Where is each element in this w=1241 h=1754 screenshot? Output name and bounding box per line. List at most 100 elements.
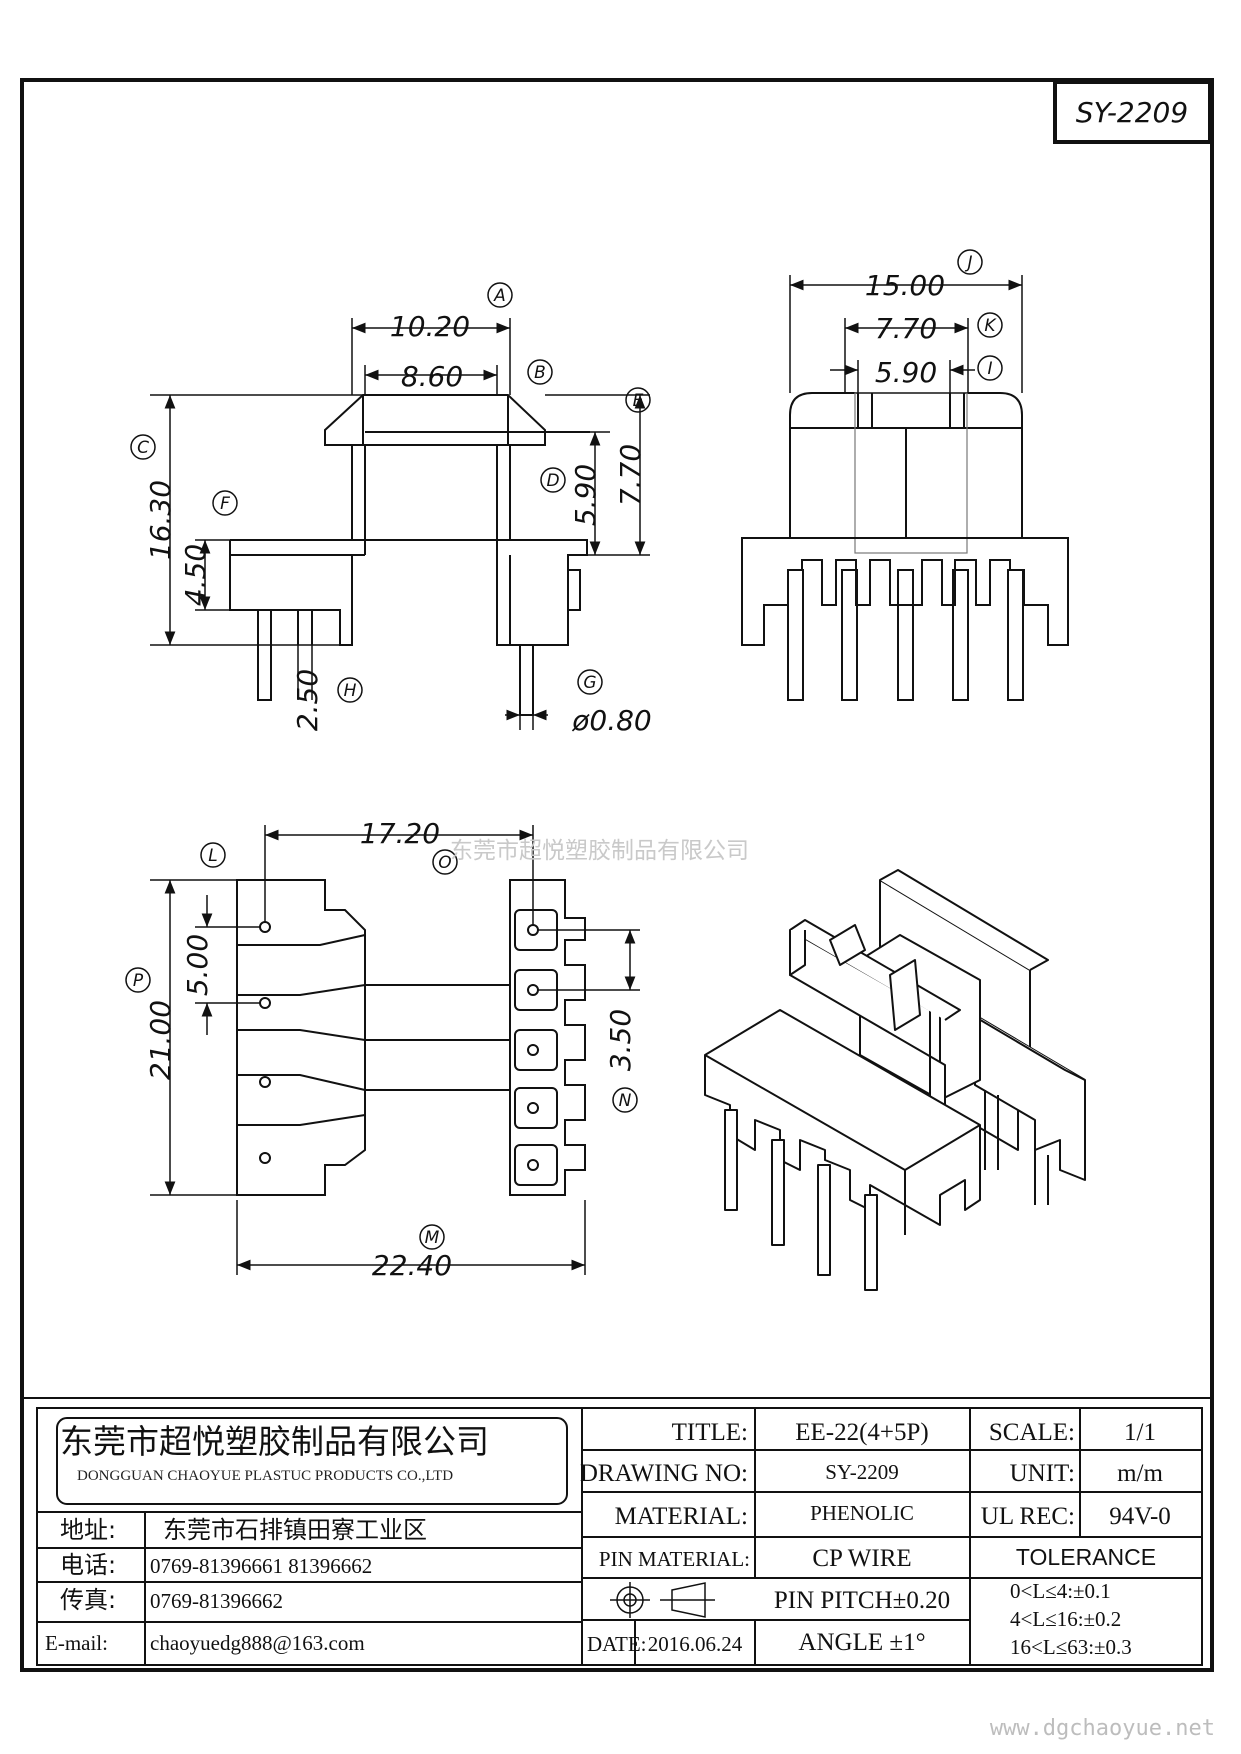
tolerance-range-2: 4<L≤16:±0.2	[1010, 1607, 1121, 1631]
outer-frame	[20, 78, 1214, 1672]
iso-pin-3	[817, 1164, 831, 1276]
email-value: chaoyuedg888@163.com	[150, 1631, 365, 1655]
callout-o: O	[438, 853, 451, 873]
drawing-no-value: SY-2209	[825, 1460, 899, 1484]
callout-n: N	[619, 1091, 632, 1111]
callout-h: H	[344, 681, 357, 701]
callout-c: C	[137, 438, 149, 458]
iso-pin-1	[724, 1109, 738, 1211]
isometric-view	[704, 869, 1086, 1291]
callout-k: K	[984, 316, 997, 336]
side-view-labels: 10.20 8.60 16.30 4.50 5.90 7.70 2.50 ø0.…	[144, 310, 652, 737]
pin-material-value: CP WIRE	[812, 1545, 911, 1572]
company-name-cn: 东莞市超悦塑胶制品有限公司	[60, 1422, 489, 1461]
pin-left	[257, 609, 272, 701]
side-view-dimensions	[150, 318, 650, 730]
angle-tolerance: ANGLE ±1°	[798, 1629, 925, 1656]
watermark-text: 东莞市超悦塑胶制品有限公司	[450, 838, 749, 864]
ul-value: 94V-0	[1109, 1503, 1171, 1530]
tolerance-range-1: 0<L≤4:±0.1	[1010, 1579, 1111, 1603]
projection-symbol-icon	[610, 1582, 715, 1618]
part-number-box: SY-2209	[1053, 80, 1212, 144]
front-base	[741, 537, 1069, 646]
callout-a: A	[493, 286, 506, 306]
pin-right	[519, 644, 534, 716]
title-block	[22, 1397, 1212, 1666]
ul-label: UL REC:	[981, 1503, 1075, 1530]
callout-f: F	[220, 494, 230, 514]
side-view-callouts: A B C D E F G H	[130, 282, 651, 703]
bottom-view-labels: 17.20 5.00 21.00 3.50 22.40	[144, 817, 637, 1282]
material-label: MATERIAL:	[615, 1503, 748, 1530]
pin-pitch: PIN PITCH±0.20	[774, 1587, 950, 1614]
date-label: DATE:	[587, 1632, 647, 1656]
material-value: PHENOLIC	[810, 1501, 914, 1525]
title-label: TITLE:	[672, 1419, 748, 1446]
dim-15-00: 15.00	[865, 269, 945, 302]
address-label: 地址:	[60, 1516, 116, 1544]
unit-value: m/m	[1117, 1460, 1163, 1487]
dim-7-70-front: 7.70	[875, 312, 937, 345]
title-value: EE-22(4+5P)	[795, 1419, 929, 1446]
dim-7-70: 7.70	[614, 444, 647, 506]
front-view-dimensions	[789, 275, 1023, 393]
callout-b: B	[534, 363, 546, 383]
iso-pin-4	[864, 1194, 878, 1291]
website-url: www.dgchaoyue.net	[990, 1716, 1215, 1741]
bottom-view-callouts: L O P N M	[125, 842, 638, 1250]
callout-j: J	[964, 253, 972, 273]
front-view	[741, 392, 1069, 701]
front-pin-4	[952, 569, 969, 701]
front-pin-1	[787, 569, 804, 701]
dim-5-00: 5.00	[181, 934, 214, 996]
date-value: 2016.06.24	[648, 1632, 743, 1656]
tolerance-label: TOLERANCE	[1016, 1544, 1156, 1570]
unit-label: UNIT:	[1010, 1460, 1075, 1487]
top-flange	[324, 394, 546, 446]
fax-label: 传真:	[60, 1586, 116, 1614]
bottom-left-block	[236, 879, 366, 1196]
dim-5-90-front: 5.90	[875, 356, 937, 389]
dim-3-50: 3.50	[604, 1009, 637, 1071]
side-view	[229, 394, 590, 716]
scale-label: SCALE:	[989, 1419, 1075, 1446]
dim-5-90: 5.90	[569, 464, 602, 526]
callout-m: M	[425, 1228, 440, 1248]
dim-21-00: 21.00	[144, 1000, 177, 1080]
phone-label: 电话:	[60, 1551, 116, 1579]
part-number: SY-2209	[1076, 96, 1188, 129]
dim-10-20: 10.20	[390, 310, 470, 343]
dim-pin-dia: ø0.80	[571, 704, 651, 737]
bottom-right-block	[509, 879, 586, 1196]
dim-16-30: 16.30	[144, 480, 177, 560]
front-pin-5	[1007, 569, 1024, 701]
pin-material-label: PIN MATERIAL:	[599, 1547, 750, 1571]
callout-p: P	[133, 971, 144, 991]
iso-pin-2	[771, 1139, 785, 1246]
scale-value: 1/1	[1124, 1419, 1156, 1446]
dim-22-40: 22.40	[372, 1249, 452, 1282]
tolerance-range-3: 16<L≤63:±0.3	[1010, 1635, 1132, 1659]
phone-value: 0769-81396661 81396662	[150, 1554, 372, 1578]
bottom-view-dimensions	[150, 825, 640, 1275]
front-pin-2	[841, 569, 858, 701]
dim-4-50: 4.50	[179, 544, 212, 606]
front-view-labels: 15.00 7.70 5.90	[865, 269, 945, 389]
email-label: E-mail:	[45, 1631, 108, 1655]
front-view-callouts: J K I	[957, 249, 1003, 381]
dim-2-50: 2.50	[291, 669, 324, 731]
dim-8-60: 8.60	[401, 360, 463, 393]
dim-17-20: 17.20	[360, 817, 440, 850]
callout-g: G	[583, 673, 596, 693]
callout-d: D	[546, 471, 559, 491]
callout-i: I	[987, 359, 992, 379]
callout-e: E	[633, 391, 644, 411]
company-name-en: DONGGUAN CHAOYUE PLASTUC PRODUCTS CO.,LT…	[77, 1468, 453, 1484]
fax-value: 0769-81396662	[150, 1589, 283, 1613]
callout-l: L	[208, 846, 217, 866]
title-block-text: 东莞市超悦塑胶制品有限公司 DONGGUAN CHAOYUE PLASTUC P…	[45, 1419, 1171, 1659]
drawing-no-label: DRAWING NO:	[580, 1460, 748, 1487]
base-outline	[230, 539, 588, 611]
address-value: 东莞市石排镇田寮工业区	[163, 1516, 427, 1544]
